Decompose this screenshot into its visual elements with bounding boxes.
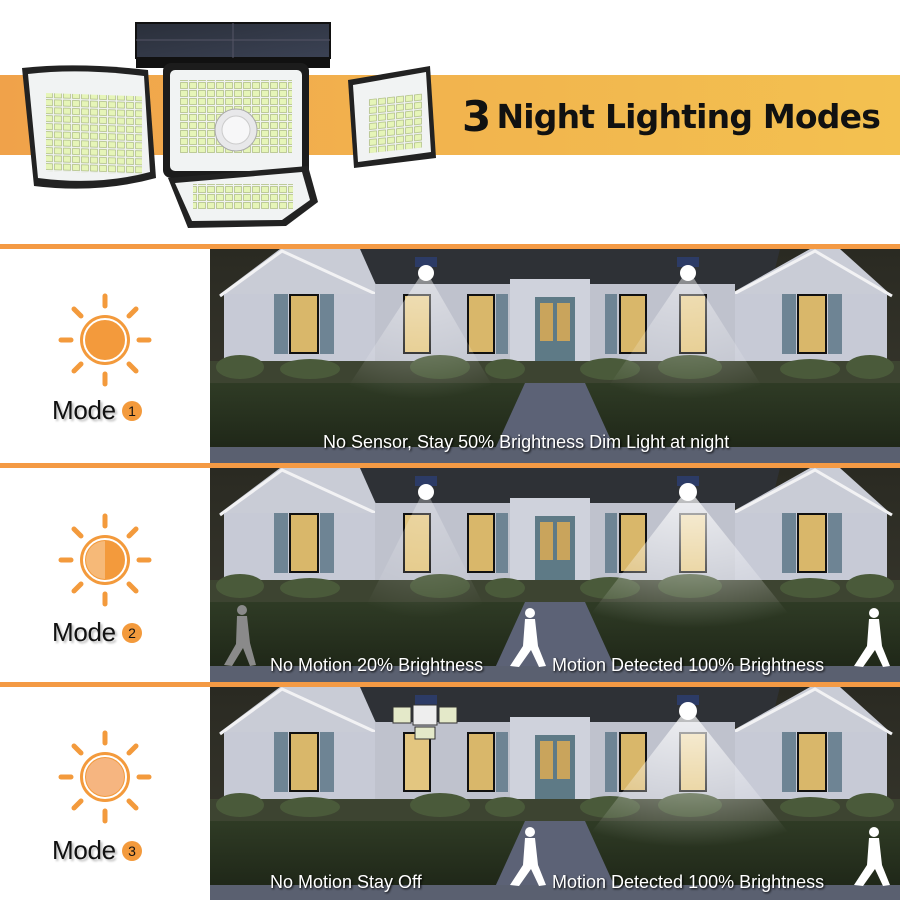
walking-person-icon [854, 827, 890, 886]
walking-person-icon [510, 827, 546, 886]
right-led-panel-icon [348, 66, 436, 168]
light-fixture-off-icon [392, 704, 458, 740]
light-fixture-icon [680, 265, 696, 281]
house-night-image [210, 687, 900, 900]
mode-number-badge: 1 [121, 401, 142, 421]
mode-2-caption-left: No Motion 20% Brightness [270, 655, 484, 675]
section-divider [0, 682, 900, 687]
bottom-led-panel-icon [168, 166, 318, 228]
light-fixture-icon [679, 702, 697, 720]
section-divider [0, 244, 900, 249]
mode-number-badge: 3 [121, 841, 142, 861]
mode-2-scene-image: No Motion 20% Brightness Motion Detected… [210, 468, 900, 682]
light-fixture-icon [679, 483, 697, 501]
walking-person-icon [510, 608, 546, 667]
house-night-image [210, 468, 900, 682]
product-image [22, 22, 436, 228]
light-fixture-icon [418, 484, 434, 500]
mode-3-caption-right: Motion Detected 100% Brightness [552, 872, 825, 892]
mode-3-scene-image: No Motion Stay Off Motion Detected 100% … [210, 687, 900, 900]
banner-number: 3 [462, 92, 491, 141]
sun-icon [58, 293, 152, 387]
banner-title-text: Night Lighting Modes [496, 97, 881, 136]
mode-1-caption: No Sensor, Stay 50% Brightness Dim Light… [323, 432, 730, 452]
section-divider [0, 463, 900, 468]
sun-icon-half [58, 513, 152, 607]
center-led-panel-icon [163, 63, 309, 178]
mode-3-caption-left: No Motion Stay Off [270, 872, 422, 892]
mode-1-scene-image: No Sensor, Stay 50% Brightness Dim Light… [210, 249, 900, 463]
walking-person-icon [854, 608, 890, 667]
light-fixture-icon [418, 265, 434, 281]
mode-number-badge: 2 [121, 623, 142, 643]
mode-2-caption-right: Motion Detected 100% Brightness [552, 655, 825, 675]
walking-person-icon-dim [224, 605, 256, 666]
left-led-panel-icon [22, 65, 156, 189]
house-night-image [210, 249, 900, 463]
solar-panel-icon [135, 22, 331, 68]
sun-icon-light [58, 730, 152, 824]
